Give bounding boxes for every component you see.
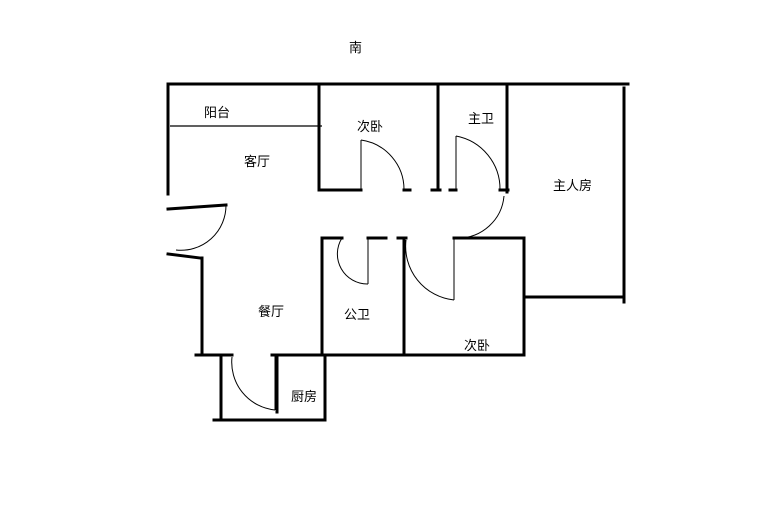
compass-south-label: 南 [349, 40, 362, 56]
doors [175, 135, 505, 411]
entrance-door-swing [175, 204, 227, 251]
walls [166, 82, 630, 422]
bedroom-south-door-swing [405, 239, 455, 301]
master-bedroom-door-swing [457, 195, 505, 239]
room-label-second-bedroom-south: 次卧 [464, 338, 490, 354]
room-label-second-bedroom-north: 次卧 [357, 119, 383, 135]
room-label-living-room: 客厅 [244, 154, 270, 170]
room-label-master-bath: 主卫 [468, 112, 494, 127]
bedroom-north-door-swing [360, 139, 405, 191]
room-label-balcony: 阳台 [204, 106, 230, 121]
public-bath-door-swing [336, 237, 369, 285]
room-label-dining-room: 餐厅 [258, 304, 284, 320]
room-label-kitchen: 厨房 [291, 389, 317, 405]
master-bath-door-swing [455, 135, 501, 191]
room-label-master-bedroom: 主人房 [553, 178, 592, 194]
kitchen-door-swing [231, 356, 276, 411]
room-label-public-bath: 公卫 [344, 308, 370, 323]
